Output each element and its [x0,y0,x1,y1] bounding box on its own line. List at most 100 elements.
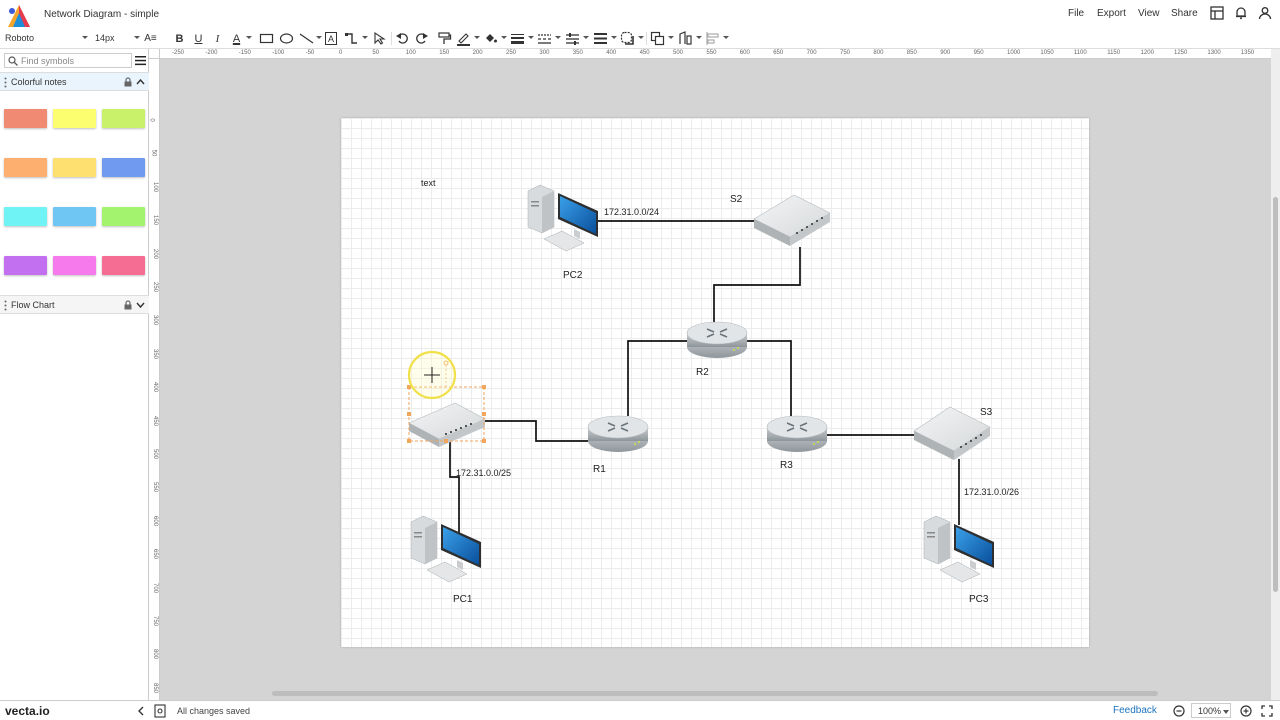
font-size-select[interactable]: 14px [95,33,115,43]
redo-icon[interactable] [414,31,429,46]
line-spacing-caret-icon[interactable] [583,36,589,39]
device-label-r1[interactable]: R1 [593,464,606,475]
connector-icon[interactable] [344,31,359,46]
line-caret-icon[interactable] [316,36,322,39]
color-note-swatch[interactable] [4,207,47,226]
font-size-caret-icon[interactable] [134,36,140,39]
arrange-caret-icon[interactable] [668,36,674,39]
line-color-caret-icon[interactable] [474,36,480,39]
fill-color-icon[interactable] [483,31,498,46]
color-note-swatch[interactable] [53,207,96,226]
align-icon[interactable] [593,31,608,46]
diagram-page[interactable] [341,118,1089,647]
pc-pc1[interactable] [410,515,481,583]
font-family-caret-icon[interactable] [82,36,88,39]
italic-icon[interactable]: I [215,32,220,45]
vertical-scrollbar[interactable] [1271,49,1280,700]
drag-handle-icon[interactable] [4,300,7,311]
format-painter-icon[interactable] [437,31,452,46]
device-label-s3[interactable]: S3 [980,407,993,418]
drag-handle-icon[interactable] [4,77,7,88]
align-caret-icon[interactable] [611,36,617,39]
zoom-out-icon[interactable] [1173,705,1185,717]
chevron-down-icon[interactable] [136,301,145,309]
device-label-r3[interactable]: R3 [780,460,793,471]
horizontal-scroll-thumb[interactable] [272,691,1158,696]
line-weight-caret-icon[interactable] [528,36,534,39]
rectangle-icon[interactable] [259,31,274,46]
line-color-icon[interactable] [456,31,471,46]
color-note-swatch[interactable] [4,109,47,128]
color-note-swatch[interactable] [102,158,145,177]
color-note-swatch[interactable] [4,256,47,275]
hamburger-menu-icon[interactable] [135,55,146,66]
collapse-sidebar-icon[interactable] [137,706,145,716]
lock-icon[interactable] [123,300,133,310]
undo-icon[interactable] [395,31,410,46]
network-diagram[interactable] [160,59,1271,700]
pc-pc2[interactable] [527,184,598,252]
device-label-pc1[interactable]: PC1 [453,594,473,605]
vertical-scroll-thumb[interactable] [1273,197,1278,592]
brand-logo[interactable]: vecta.io [5,704,50,718]
device-label-r2[interactable]: R2 [696,367,709,378]
symbol-search-input[interactable]: Find symbols [4,53,132,68]
line-weight-icon[interactable] [510,31,525,46]
menu-export[interactable]: Export [1097,8,1126,19]
fullscreen-icon[interactable] [1261,705,1273,717]
network-label-pc1[interactable]: 172.31.0.0/25 [456,468,512,478]
device-label-s2[interactable]: S2 [730,194,743,205]
router-r2[interactable] [686,321,748,358]
line-style-icon[interactable] [537,31,552,46]
ellipse-icon[interactable] [279,31,294,46]
zoom-in-icon[interactable] [1240,705,1252,717]
pointer-icon[interactable] [372,31,387,46]
menu-share[interactable]: Share [1171,8,1198,19]
color-note-swatch[interactable] [4,158,47,177]
line-spacing-icon[interactable] [565,31,580,46]
router-r1[interactable] [587,415,649,452]
vecta-logo-icon[interactable] [6,3,32,29]
font-family-select[interactable]: Roboto [5,33,35,43]
user-account-icon[interactable] [1258,6,1272,20]
free-text-label[interactable]: text [421,178,436,188]
connection-links[interactable] [449,220,960,534]
connector-caret-icon[interactable] [362,36,368,39]
color-note-swatch[interactable] [102,109,145,128]
network-label-pc2[interactable]: 172.31.0.0/24 [604,207,660,217]
font-color-icon[interactable]: A [232,32,241,45]
zoom-level-select[interactable]: 100% [1191,703,1231,718]
line-icon[interactable] [299,31,314,46]
distribute-icon[interactable] [705,31,720,46]
page-settings-icon[interactable] [154,704,166,718]
shadow-caret-icon[interactable] [638,36,644,39]
router-r3[interactable] [766,415,828,452]
pc-pc3[interactable] [923,515,994,583]
underline-icon[interactable]: U [194,32,203,45]
color-note-swatch[interactable] [53,158,96,177]
device-label-pc3[interactable]: PC3 [969,594,989,605]
text-box-icon[interactable]: A [325,32,337,45]
group-caret-icon[interactable] [696,36,702,39]
section-colorful-notes[interactable]: Colorful notes [0,72,149,91]
switch-s3[interactable] [913,406,991,460]
group-icon[interactable] [678,31,693,46]
line-style-caret-icon[interactable] [555,36,561,39]
network-label-pc3[interactable]: 172.31.0.0/26 [964,487,1020,497]
notification-bell-icon[interactable] [1234,6,1248,20]
selection-handles[interactable] [407,360,486,443]
distribute-caret-icon[interactable] [723,36,729,39]
color-note-swatch[interactable] [102,207,145,226]
device-label-pc2[interactable]: PC2 [563,270,583,281]
layout-panel-icon[interactable] [1210,6,1224,20]
color-note-swatch[interactable] [53,256,96,275]
menu-view[interactable]: View [1138,8,1160,19]
chevron-up-icon[interactable] [136,78,145,86]
text-size-icon[interactable]: A≡ [144,33,157,44]
arrange-icon[interactable] [650,31,665,46]
document-title[interactable]: Network Diagram - simple [44,9,160,20]
lock-icon[interactable] [123,77,133,87]
menu-file[interactable]: File [1068,8,1085,19]
font-color-caret-icon[interactable] [246,36,252,39]
shadow-icon[interactable] [620,31,635,46]
